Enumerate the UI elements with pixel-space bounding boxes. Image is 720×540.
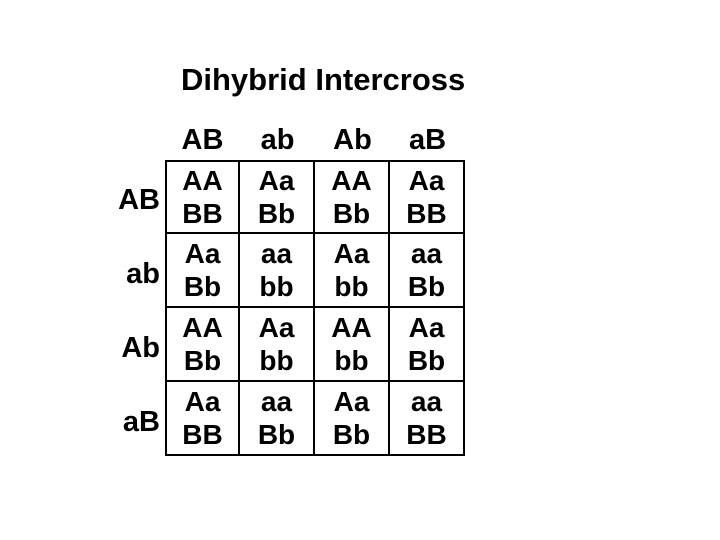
genotype-line: BB bbox=[406, 198, 447, 229]
genotype-line: Bb bbox=[407, 345, 446, 376]
genotype-line: Bb bbox=[332, 198, 371, 229]
genotype-line: Aa bbox=[184, 238, 221, 269]
genotype-line: Bb bbox=[183, 345, 222, 376]
punnett-cell: AA Bb bbox=[315, 160, 390, 234]
punnett-corner bbox=[103, 118, 165, 160]
genotype-line: AA bbox=[182, 165, 223, 196]
punnett-cell: Aa Bb bbox=[165, 234, 240, 308]
page-title: Dihybrid Intercross bbox=[181, 62, 466, 97]
genotype-line: Bb bbox=[407, 271, 446, 302]
genotype-line: Aa bbox=[258, 165, 295, 196]
col-header-gamete: AB bbox=[181, 124, 224, 156]
punnett-cell: Aa BB bbox=[390, 160, 465, 234]
genotype-line: Bb bbox=[257, 198, 296, 229]
row-header-gamete: AB bbox=[118, 183, 160, 216]
genotype-line: aa bbox=[260, 238, 293, 269]
genotype-line: aa bbox=[410, 238, 443, 269]
genotype-line: bb bbox=[334, 345, 369, 376]
genotype-line: BB bbox=[182, 198, 223, 229]
genotype-line: Aa bbox=[408, 165, 445, 196]
punnett-cell: AA bb bbox=[315, 308, 390, 382]
genotype-line: BB bbox=[406, 419, 447, 450]
punnett-cell: AA BB bbox=[165, 160, 240, 234]
genotype-line: AA bbox=[182, 312, 223, 343]
genotype-line: Bb bbox=[332, 419, 371, 450]
genotype-line: Aa bbox=[258, 312, 295, 343]
genotype-line: Bb bbox=[183, 271, 222, 302]
punnett-cell: aa BB bbox=[390, 382, 465, 456]
punnett-square: AB ab Ab aB AB AA BB Aa Bb AA Bb Aa BB a… bbox=[103, 118, 465, 456]
row-header-gamete: Ab bbox=[121, 331, 160, 364]
punnett-cell: aa Bb bbox=[240, 382, 315, 456]
genotype-line: AA bbox=[331, 312, 372, 343]
genotype-line: aa bbox=[410, 386, 443, 417]
punnett-cell: aa bb bbox=[240, 234, 315, 308]
col-header-gamete: ab bbox=[260, 124, 295, 156]
genotype-line: BB bbox=[182, 419, 223, 450]
genotype-line: Bb bbox=[257, 419, 296, 450]
genotype-line: aa bbox=[260, 386, 293, 417]
punnett-cell: Aa Bb bbox=[315, 382, 390, 456]
genotype-line: bb bbox=[259, 271, 294, 302]
punnett-cell: AA Bb bbox=[165, 308, 240, 382]
punnett-cell: aa Bb bbox=[390, 234, 465, 308]
genotype-line: AA bbox=[331, 165, 372, 196]
punnett-cell: Aa bb bbox=[240, 308, 315, 382]
row-header-gamete: ab bbox=[126, 257, 160, 290]
col-header-gamete: Ab bbox=[333, 124, 372, 156]
row-header-gamete: aB bbox=[122, 405, 160, 438]
genotype-line: Aa bbox=[333, 386, 370, 417]
genotype-line: bb bbox=[259, 345, 294, 376]
punnett-cell: Aa Bb bbox=[240, 160, 315, 234]
genotype-line: Aa bbox=[184, 386, 221, 417]
punnett-cell: Aa Bb bbox=[390, 308, 465, 382]
col-header-gamete: aB bbox=[408, 124, 447, 156]
punnett-cell: Aa bb bbox=[315, 234, 390, 308]
genotype-line: Aa bbox=[333, 238, 370, 269]
punnett-cell: Aa BB bbox=[165, 382, 240, 456]
genotype-line: bb bbox=[334, 271, 369, 302]
genotype-line: Aa bbox=[408, 312, 445, 343]
